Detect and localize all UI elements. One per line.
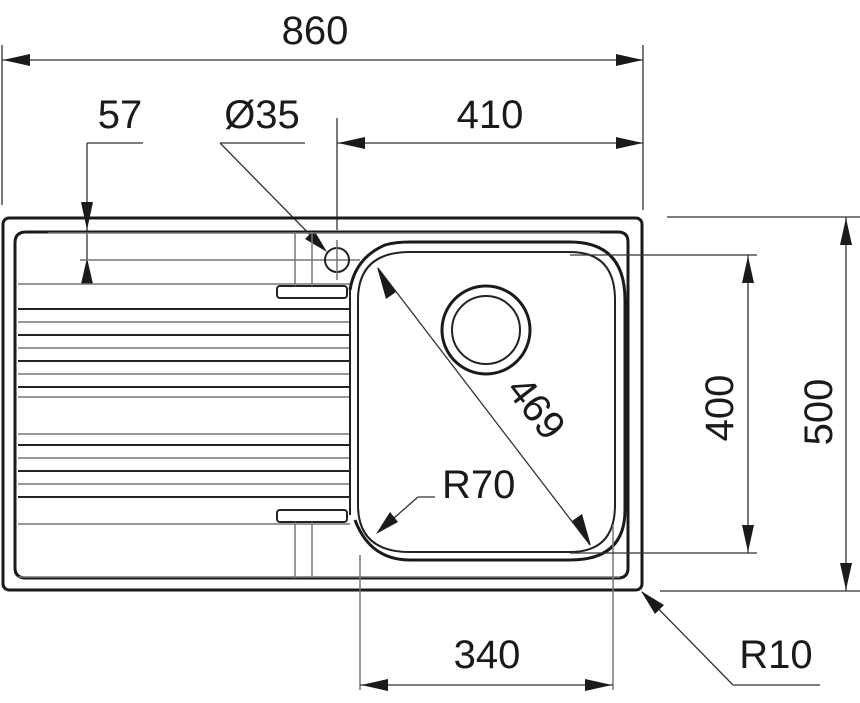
dim-overall-width: 860 bbox=[1, 9, 644, 210]
label-tap-hole: Ø35 bbox=[224, 93, 300, 137]
drainer-tab-top bbox=[276, 285, 348, 299]
dim-drainer-offset: 57 bbox=[80, 93, 360, 284]
drain-outer bbox=[440, 284, 532, 376]
bowl bbox=[348, 240, 627, 690]
dim-bowl-height: 400 bbox=[570, 254, 757, 554]
dim-bowl-radius: R70 bbox=[376, 463, 515, 534]
label-bowl-diagonal: 469 bbox=[498, 368, 574, 448]
label-corner-radius: R10 bbox=[739, 633, 812, 677]
drain-inner bbox=[451, 295, 521, 365]
label-drainer-offset: 57 bbox=[98, 93, 143, 137]
label-overall-depth: 500 bbox=[797, 379, 841, 446]
dim-corner-radius: R10 bbox=[641, 591, 820, 686]
label-bowl-offset: 410 bbox=[457, 93, 524, 137]
label-bowl-width: 340 bbox=[454, 633, 521, 677]
label-bowl-height: 400 bbox=[698, 375, 742, 442]
drainer-tab-bottom bbox=[276, 509, 348, 523]
arrow-right bbox=[616, 54, 643, 66]
drainer bbox=[18, 232, 351, 578]
label-overall-width: 860 bbox=[282, 9, 349, 53]
dim-overall-depth: 500 bbox=[660, 216, 860, 592]
label-bowl-radius: R70 bbox=[442, 463, 515, 507]
sink-body bbox=[1, 216, 644, 592]
dim-tap-hole: Ø35 bbox=[219, 93, 350, 280]
arrow-left bbox=[3, 54, 30, 66]
dim-bowl-offset: 410 bbox=[336, 93, 643, 230]
dim-bowl-width: 340 bbox=[360, 633, 613, 691]
